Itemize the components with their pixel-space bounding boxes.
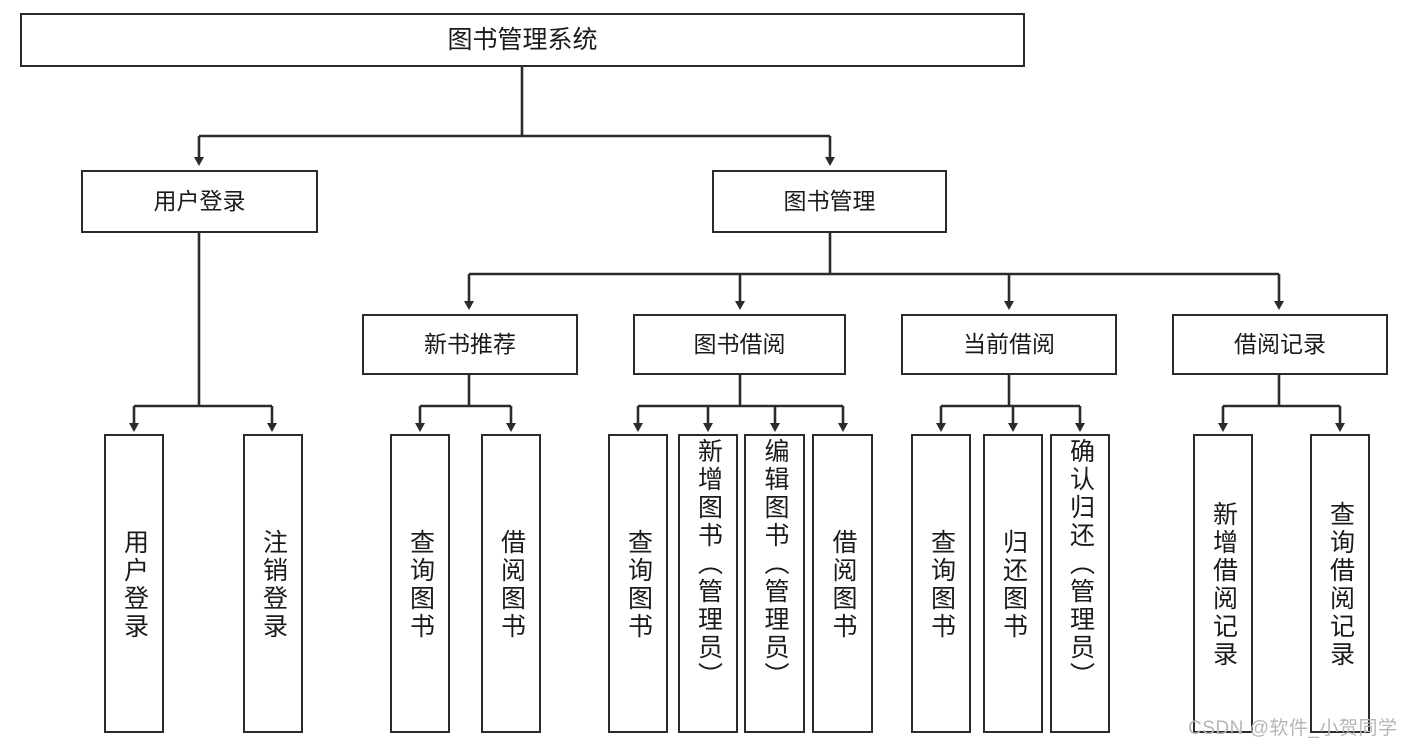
node-new-book-rec-label: 新书推荐 — [424, 331, 516, 358]
node-leaf-user-login-label: 用户登录 — [120, 528, 149, 641]
node-leaf-borrow-book-label: 借阅图书 — [829, 528, 857, 641]
node-leaf-edit-book-admin[interactable]: 编辑图书（管理员） — [744, 434, 805, 733]
node-leaf-borrow-book-rec[interactable]: 借阅图书 — [481, 434, 541, 733]
node-leaf-query-book-rec[interactable]: 查询图书 — [390, 434, 450, 733]
node-leaf-return-book[interactable]: 归还图书 — [983, 434, 1043, 733]
node-leaf-query-borrow-record[interactable]: 查询借阅记录 — [1310, 434, 1370, 733]
node-book-manage[interactable]: 图书管理 — [712, 170, 947, 233]
node-leaf-borrow-book-rec-label: 借阅图书 — [497, 528, 526, 641]
node-leaf-return-book-label: 归还图书 — [999, 528, 1028, 641]
node-user-login[interactable]: 用户登录 — [81, 170, 318, 233]
node-leaf-add-book-admin-label: 新增图书（管理员） — [694, 438, 723, 690]
node-leaf-add-borrow-record-label: 新增借阅记录 — [1209, 500, 1238, 669]
node-leaf-query-book-borrow[interactable]: 查询图书 — [608, 434, 668, 733]
node-leaf-confirm-return-admin-label: 确认归还（管理员） — [1066, 438, 1095, 690]
node-new-book-rec[interactable]: 新书推荐 — [362, 314, 578, 375]
node-leaf-user-login[interactable]: 用户登录 — [104, 434, 164, 733]
node-leaf-add-book-admin[interactable]: 新增图书（管理员） — [678, 434, 738, 733]
node-root[interactable]: 图书管理系统 — [20, 13, 1025, 67]
node-current-borrow-label: 当前借阅 — [963, 331, 1055, 358]
node-book-manage-label: 图书管理 — [783, 188, 876, 215]
node-leaf-query-book-current-label: 查询图书 — [927, 528, 956, 641]
node-book-borrow-label: 图书借阅 — [693, 331, 786, 358]
node-root-label: 图书管理系统 — [447, 25, 598, 54]
node-leaf-confirm-return-admin[interactable]: 确认归还（管理员） — [1050, 434, 1110, 733]
node-user-login-label: 用户登录 — [153, 188, 246, 215]
node-borrow-record[interactable]: 借阅记录 — [1172, 314, 1388, 375]
node-leaf-edit-book-admin-label: 编辑图书（管理员） — [761, 438, 789, 690]
node-book-borrow[interactable]: 图书借阅 — [633, 314, 846, 375]
node-leaf-user-logout-label: 注销登录 — [259, 528, 288, 641]
node-leaf-user-logout[interactable]: 注销登录 — [243, 434, 303, 733]
node-current-borrow[interactable]: 当前借阅 — [901, 314, 1117, 375]
node-leaf-add-borrow-record[interactable]: 新增借阅记录 — [1193, 434, 1253, 733]
watermark-text: CSDN @软件_小贺同学 — [1188, 718, 1398, 739]
node-leaf-borrow-book[interactable]: 借阅图书 — [812, 434, 873, 733]
node-leaf-query-book-borrow-label: 查询图书 — [624, 528, 653, 641]
node-leaf-query-borrow-record-label: 查询借阅记录 — [1326, 500, 1355, 669]
node-borrow-record-label: 借阅记录 — [1234, 331, 1326, 358]
node-leaf-query-book-current[interactable]: 查询图书 — [911, 434, 971, 733]
node-leaf-query-book-rec-label: 查询图书 — [406, 528, 435, 641]
